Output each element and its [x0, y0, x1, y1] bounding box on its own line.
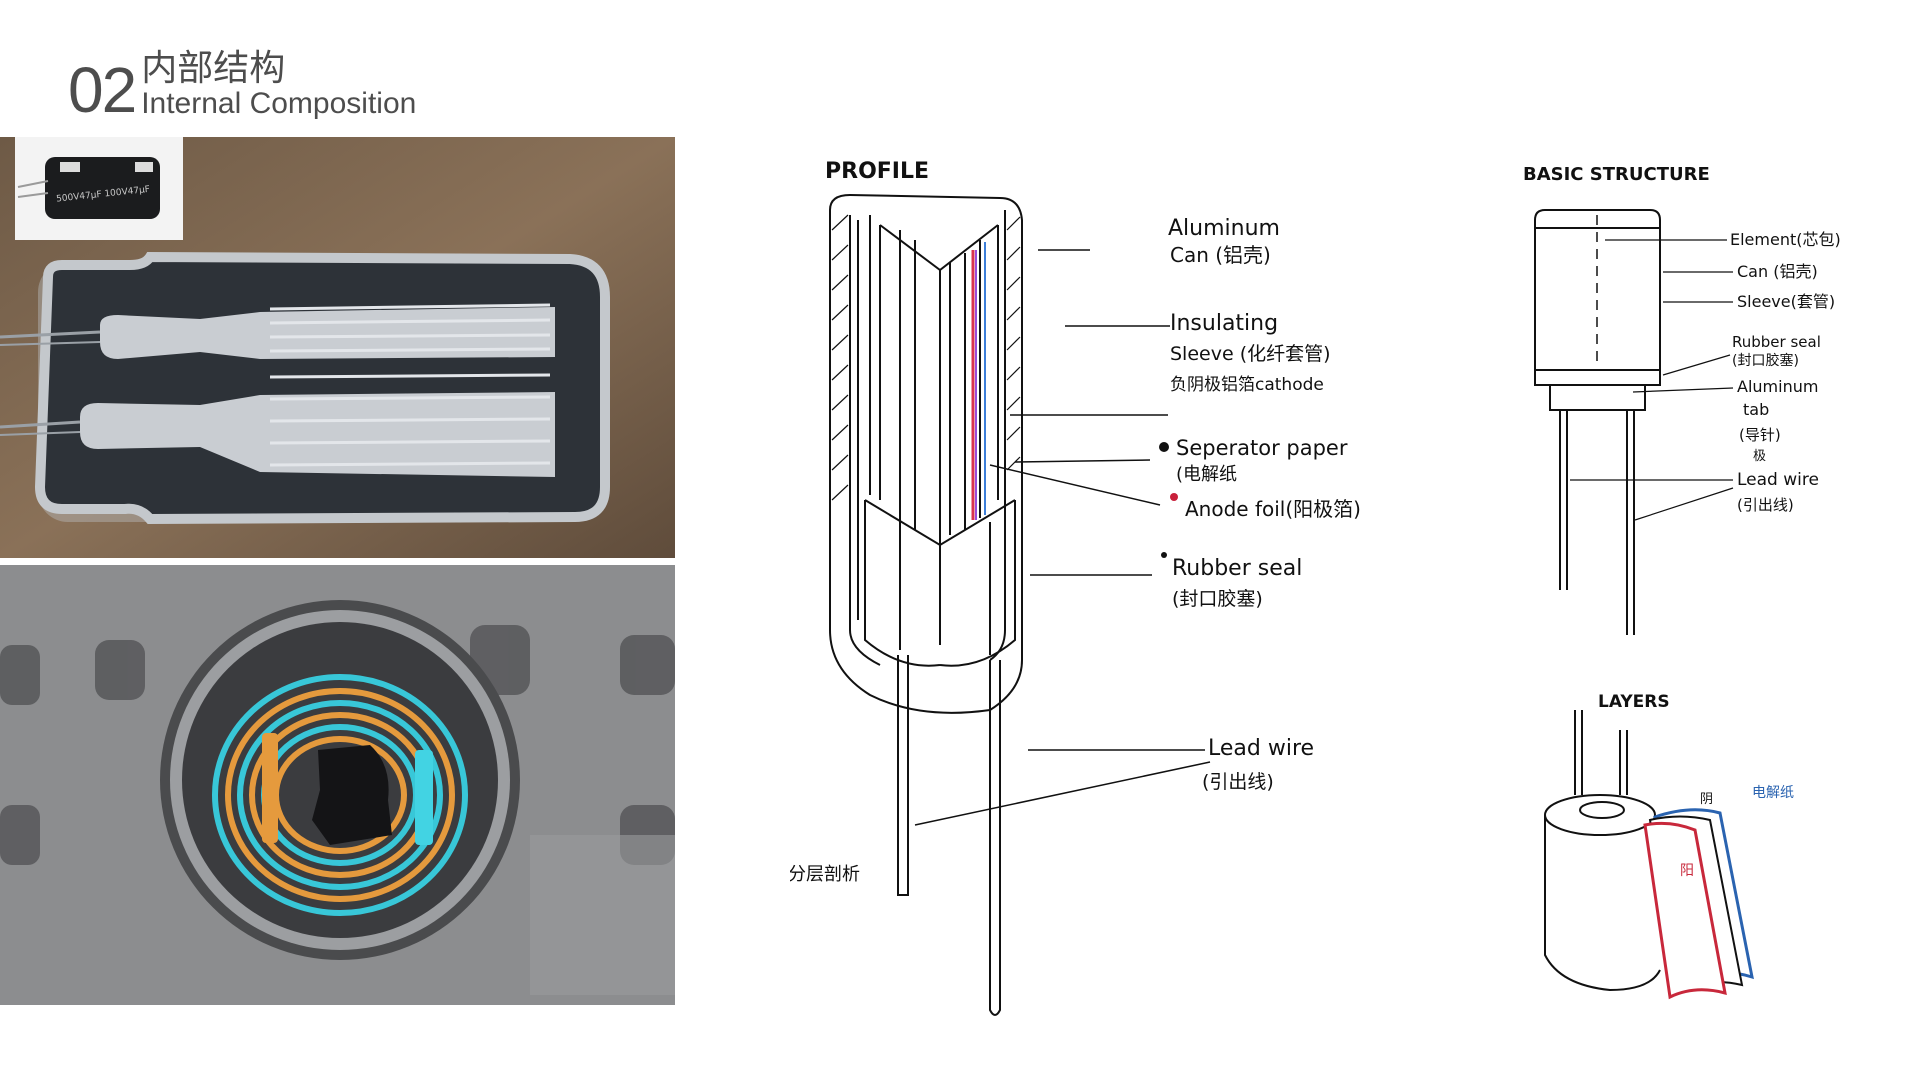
layers-label-yang: 阳	[1680, 863, 1694, 879]
section-titles: 内部结构 Internal Composition	[141, 50, 416, 120]
side-note-text: 分层剖析	[790, 864, 860, 885]
basic-label-rubber-zh: (封口胶塞)	[1732, 352, 1799, 369]
basic-label-lead: Lead wire	[1737, 470, 1819, 490]
basic-label-element: Element(芯包)	[1730, 230, 1841, 249]
label-separator: Seperator paper	[1176, 436, 1348, 460]
basic-label-tab-zh2: 极	[1753, 449, 1766, 464]
basic-label-aluminum: Aluminum	[1737, 377, 1818, 396]
layers-label-paper: 电解纸	[1752, 785, 1794, 801]
section-title-en: Internal Composition	[141, 88, 416, 120]
section-number: 02	[68, 60, 135, 120]
label-sleeve: Sleeve (化纤套管)	[1170, 343, 1331, 365]
label-insulating: Insulating	[1170, 311, 1278, 336]
label-aluminum: Aluminum	[1168, 216, 1280, 241]
label-cathode: 负阴极铝箔cathode	[1170, 375, 1324, 395]
label-lead: Lead wire	[1208, 736, 1314, 761]
profile-title: PROFILE	[825, 159, 929, 184]
basic-label-rubber: Rubber seal	[1732, 333, 1821, 351]
basic-label-sleeve: Sleeve(套管)	[1737, 292, 1835, 311]
section-title-zh: 内部结构	[141, 50, 416, 88]
label-can: Can (铝壳)	[1170, 243, 1271, 267]
basic-structure-drawing: BASIC STRUCTURE Element(芯包) Can (铝壳) Sle…	[1515, 160, 1875, 640]
layers-title: LAYERS	[1598, 692, 1670, 712]
layers-drawing: LAYERS 阳 阴 电解纸	[1520, 685, 1820, 1005]
layers-label-yin: 阴	[1700, 792, 1713, 807]
basic-structure-title: BASIC STRUCTURE	[1523, 164, 1710, 185]
basic-label-lead-zh: (引出线)	[1737, 496, 1794, 514]
profile-drawing: PROFILE	[790, 150, 1380, 1025]
basic-label-tab: tab	[1743, 400, 1769, 419]
label-rubber-zh: (封口胶塞)	[1172, 588, 1263, 610]
basic-label-can: Can (铝壳)	[1737, 262, 1818, 281]
label-lead-zh: (引出线)	[1202, 771, 1274, 793]
label-separator-zh: (电解纸	[1176, 464, 1237, 485]
xray-photo: 500V47µF 100V47µF	[0, 137, 675, 558]
basic-label-tab-zh: (导针)	[1739, 426, 1781, 444]
label-rubber: Rubber seal	[1172, 556, 1302, 581]
section-header: 02 内部结构 Internal Composition	[68, 50, 416, 120]
label-anode: Anode foil(阳极箔)	[1185, 497, 1361, 521]
cross-section-photo	[0, 565, 675, 1005]
